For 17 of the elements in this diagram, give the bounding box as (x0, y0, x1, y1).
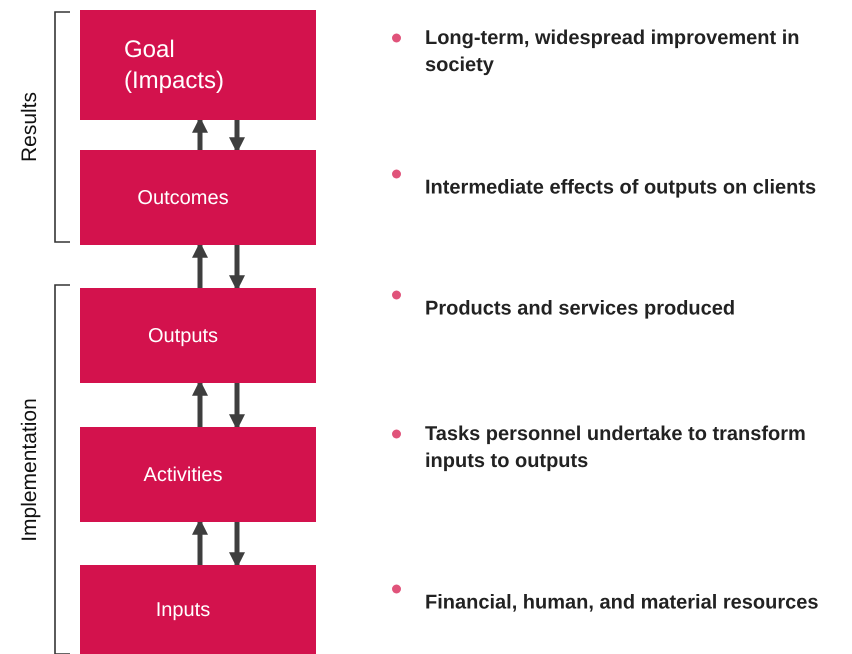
box-label: Inputs (156, 598, 210, 622)
process-box (80, 10, 316, 120)
process-box (80, 288, 316, 383)
description-text: Tasks personnel undertake to transform inputs to outputs (425, 422, 807, 474)
process-box (80, 427, 316, 522)
description-text: Products and services produced (425, 296, 736, 322)
description-text: Intermediate effects of outputs on clients (425, 176, 818, 200)
box-label: Outputs (148, 324, 218, 348)
box-label: Outcomes (137, 186, 229, 210)
description-text: Long-term, widespread improvement in society (425, 26, 801, 78)
box-label: Goal (Impacts) (124, 34, 226, 96)
bracket-label: Results (18, 92, 42, 162)
description-text: Financial, human, and material resources (425, 590, 820, 616)
process-box (80, 565, 316, 654)
bracket-label: Implementation (18, 398, 42, 542)
process-box (80, 150, 316, 245)
box-label: Activities (144, 462, 222, 488)
